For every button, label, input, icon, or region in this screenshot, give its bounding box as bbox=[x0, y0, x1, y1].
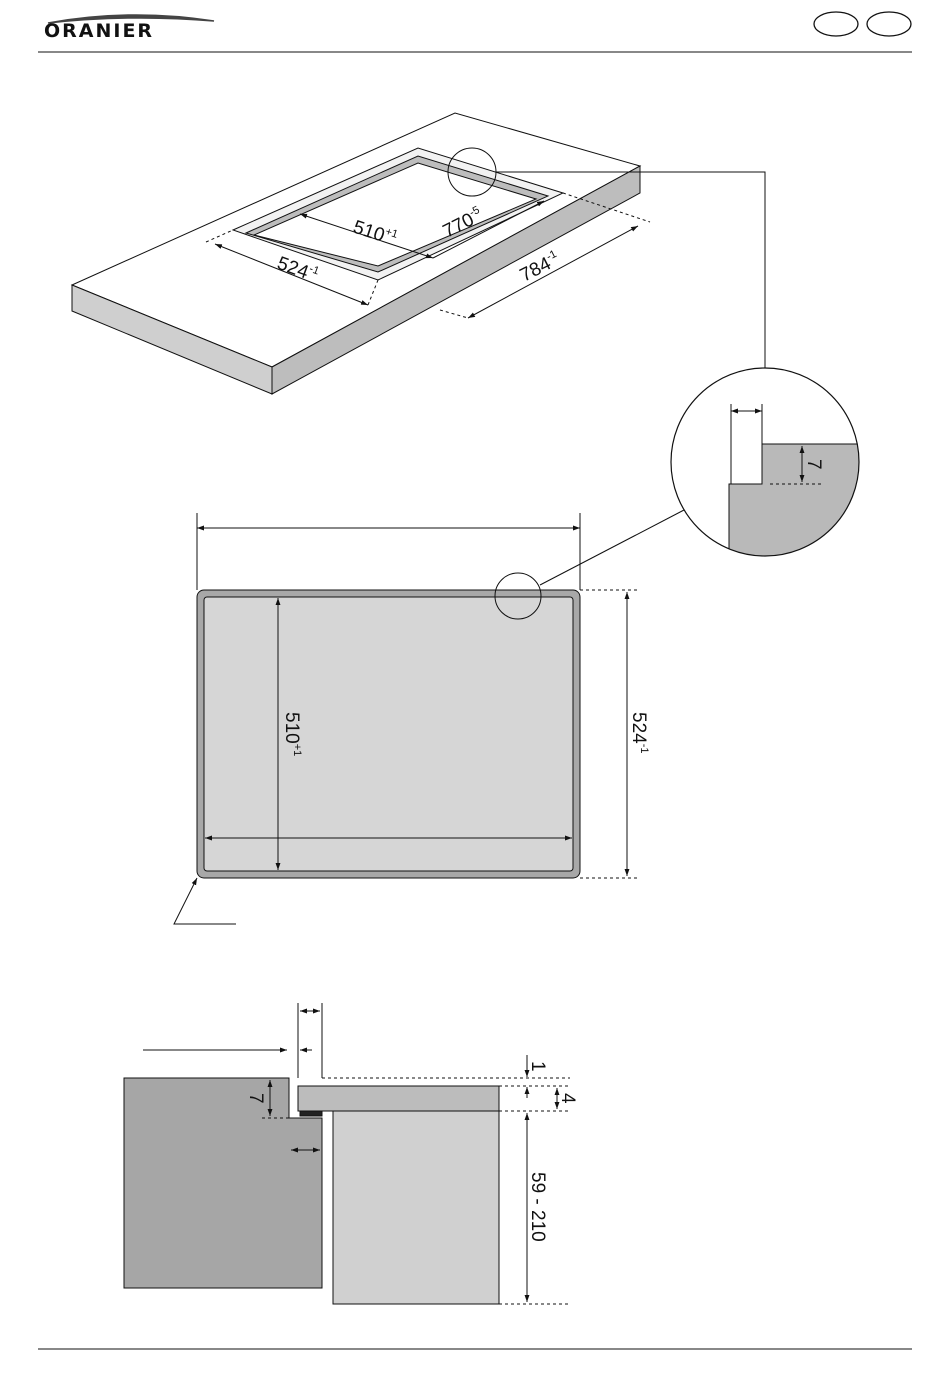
section-view bbox=[124, 1003, 570, 1304]
section-dim-step: 7 bbox=[245, 1093, 266, 1104]
language-badge-2 bbox=[867, 12, 911, 36]
header: ORANIER bbox=[38, 12, 912, 52]
section-dim-gap: 1 bbox=[527, 1061, 548, 1072]
section-hob-unit bbox=[333, 1111, 499, 1304]
section-countertop bbox=[124, 1078, 322, 1288]
hob-glass bbox=[204, 597, 573, 871]
section-dim-height: 59 - 210 bbox=[527, 1172, 548, 1242]
detail-view: 7 bbox=[540, 360, 880, 585]
isometric-countertop-view bbox=[72, 113, 765, 394]
top-dim-outer: 524-1 bbox=[628, 712, 650, 753]
section-dim-thickness: 4 bbox=[557, 1093, 578, 1104]
detail-dim-step: 7 bbox=[803, 459, 824, 470]
top-view bbox=[174, 513, 638, 924]
brand-logo: ORANIER bbox=[44, 20, 154, 42]
section-hob-seal bbox=[300, 1111, 322, 1116]
language-badge-1 bbox=[814, 12, 858, 36]
section-hob-glass bbox=[298, 1086, 499, 1111]
